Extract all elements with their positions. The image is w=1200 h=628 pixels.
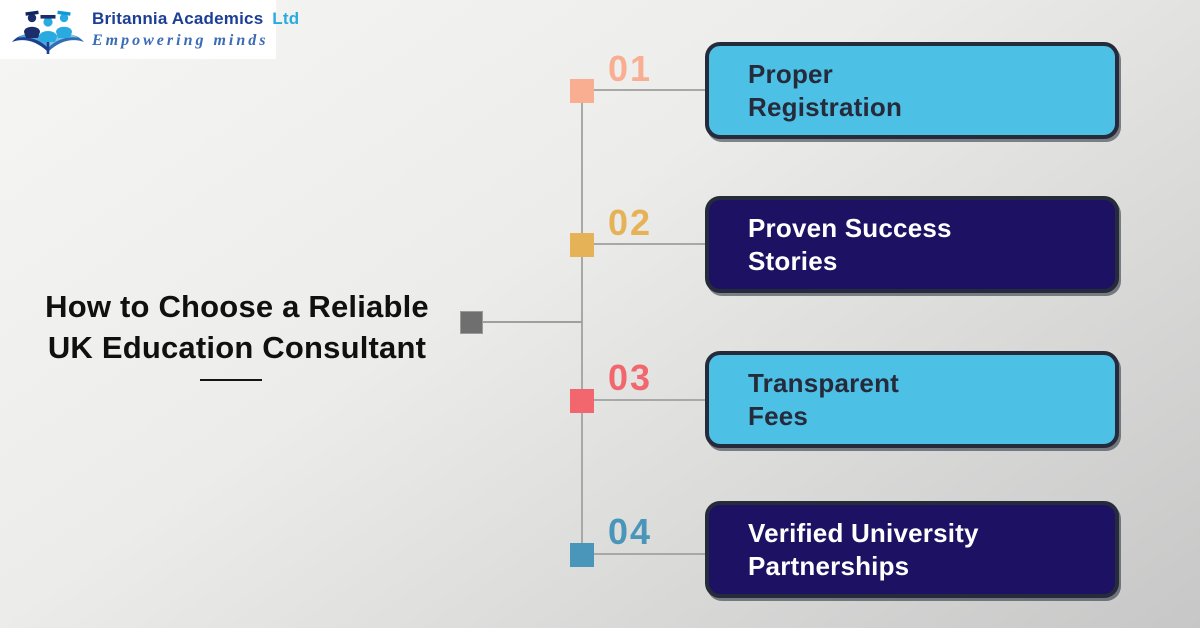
info-box-verified-university-partnerships: Verified University Partnerships	[705, 501, 1119, 598]
info-box-4-label-line-1: Verified University	[748, 517, 979, 548]
timeline-vertical-line	[581, 101, 583, 545]
page-title-line-2: UK Education Consultant	[47, 330, 427, 365]
title-underline-divider	[200, 379, 262, 381]
info-box-transparent-fees: Transparent Fees	[705, 351, 1119, 448]
node-square-item-2	[570, 233, 594, 257]
logo-text-block: Britannia Academics Ltd Empowering minds	[92, 9, 299, 50]
connector-line-item-3	[584, 399, 705, 401]
connector-line-item-1	[584, 89, 705, 91]
info-box-1-label-line-2: Registration	[748, 91, 903, 122]
connector-line-item-2	[584, 243, 705, 245]
logo-name: Britannia Academics Ltd	[92, 9, 299, 29]
title-connector-square	[460, 311, 483, 334]
node-square-item-3	[570, 389, 594, 413]
title-connector-line	[483, 321, 582, 323]
page-title: How to Choose a Reliable UK Education Co…	[12, 286, 462, 368]
info-box-2-label-line-2: Stories	[748, 245, 838, 276]
page-title-line-1: How to Choose a Reliable	[45, 289, 429, 324]
britannia-academics-logo-icon	[12, 10, 84, 54]
info-box-3-label-line-1: Transparent	[748, 367, 900, 398]
info-box-proven-success-stories: Proven Success Stories	[705, 196, 1119, 293]
node-square-item-4	[570, 543, 594, 567]
connector-line-item-4	[584, 553, 705, 555]
info-box-4-label-line-2: Partnerships	[748, 550, 910, 581]
info-box-proper-registration: Proper Registration	[705, 42, 1119, 139]
info-box-3-label-line-2: Fees	[748, 400, 809, 431]
info-box-2-label-line-1: Proven Success	[748, 212, 952, 243]
logo-card: Britannia Academics Ltd Empowering minds	[0, 0, 299, 59]
step-number-2: 02	[608, 202, 653, 243]
logo-name-main: Britannia Academics	[92, 9, 264, 28]
step-number-4: 04	[608, 511, 653, 552]
node-square-item-1	[570, 79, 594, 103]
logo-name-suffix: Ltd	[272, 9, 300, 28]
step-number-1: 01	[608, 48, 653, 89]
logo-tagline: Empowering minds	[92, 32, 269, 49]
step-number-3: 03	[608, 357, 653, 398]
info-box-1-label-line-1: Proper	[748, 58, 834, 89]
